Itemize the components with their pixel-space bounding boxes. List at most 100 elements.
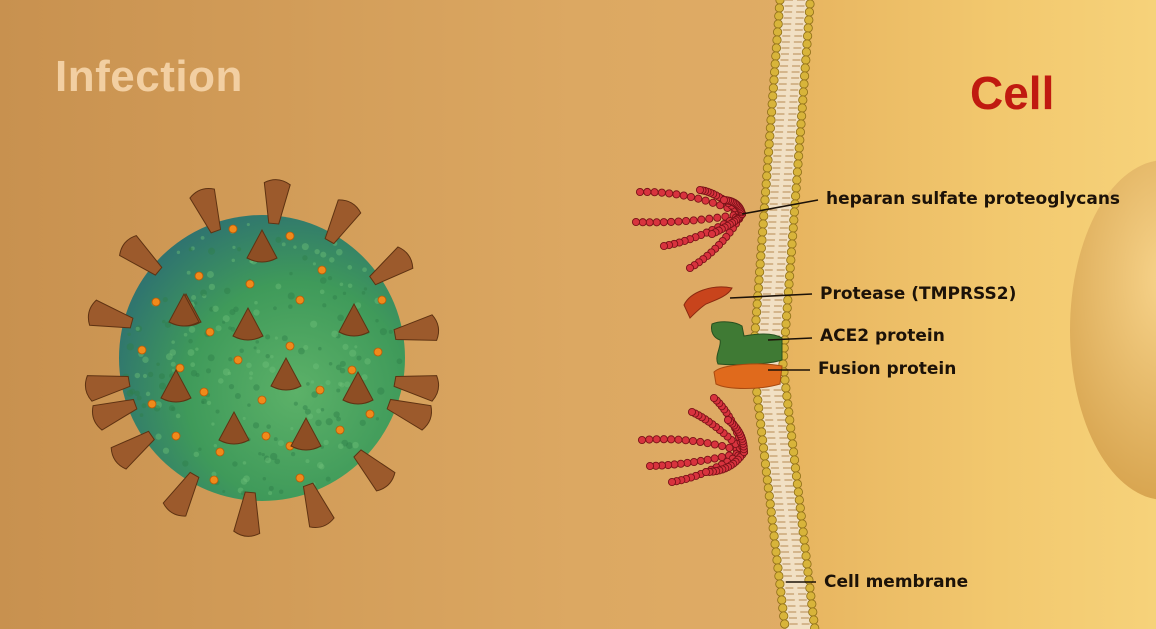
texture-speck bbox=[240, 478, 248, 485]
proteoglycan-bead bbox=[659, 435, 668, 444]
texture-speck bbox=[155, 433, 162, 440]
lipid-head bbox=[792, 479, 803, 489]
proteoglycan-bead bbox=[638, 218, 647, 227]
texture-speck bbox=[325, 380, 331, 386]
texture-speck bbox=[298, 347, 305, 355]
texture-speck bbox=[246, 362, 252, 369]
texture-speck bbox=[182, 460, 189, 467]
lipid-head bbox=[795, 503, 805, 513]
texture-speck bbox=[339, 367, 346, 374]
lipid-head bbox=[804, 575, 814, 585]
texture-speck bbox=[275, 283, 282, 290]
lipid-head bbox=[768, 91, 778, 101]
texture-speck bbox=[256, 349, 261, 354]
texture-speck bbox=[142, 373, 148, 379]
proteoglycan-bead bbox=[719, 195, 729, 205]
texture-speck bbox=[190, 362, 196, 368]
lipid-head bbox=[769, 67, 780, 77]
texture-speck bbox=[331, 330, 339, 338]
lipid-head bbox=[774, 11, 784, 21]
lipid-head bbox=[801, 551, 811, 561]
texture-speck bbox=[312, 262, 316, 266]
texture-speck bbox=[218, 378, 224, 384]
surface-dot bbox=[137, 345, 147, 355]
lipid-head bbox=[808, 607, 818, 617]
texture-speck bbox=[322, 303, 327, 308]
proteoglycan-bead bbox=[667, 217, 676, 226]
lipid-head bbox=[755, 411, 765, 421]
texture-speck bbox=[254, 300, 258, 305]
lipid-head bbox=[769, 531, 779, 541]
virus-envelope bbox=[119, 215, 405, 501]
texture-speck bbox=[141, 403, 147, 409]
lipid-head bbox=[789, 455, 800, 465]
label-cell-membrane: Cell membrane bbox=[824, 572, 969, 592]
lipid-head bbox=[791, 183, 801, 193]
proteoglycan-bead bbox=[687, 407, 697, 417]
surface-dot bbox=[347, 365, 357, 375]
lipid-head bbox=[759, 451, 770, 461]
proteoglycan-bead bbox=[705, 214, 714, 223]
spike-face-on bbox=[232, 306, 264, 341]
texture-speck bbox=[169, 349, 177, 356]
texture-speck bbox=[266, 424, 271, 429]
surface-dot bbox=[317, 265, 327, 275]
lipid-head bbox=[787, 239, 797, 249]
texture-speck bbox=[175, 413, 181, 419]
texture-speck bbox=[222, 368, 231, 376]
texture-speck bbox=[269, 366, 276, 373]
lipid-head bbox=[793, 487, 803, 497]
lipid-head bbox=[778, 603, 788, 613]
lipid-head bbox=[758, 443, 769, 453]
lipid-head bbox=[772, 27, 783, 37]
lipid-head bbox=[784, 407, 794, 417]
texture-speck bbox=[316, 462, 324, 469]
label-protease: Protease (TMPRSS2) bbox=[820, 284, 1017, 304]
texture-speck bbox=[320, 408, 325, 412]
texture-speck bbox=[325, 418, 333, 426]
proteoglycan-bead bbox=[710, 454, 719, 463]
lipid-head bbox=[764, 139, 774, 149]
proteoglycan-bead bbox=[643, 187, 652, 197]
texture-speck bbox=[263, 455, 270, 462]
spike-face-on bbox=[342, 370, 374, 405]
surface-dot bbox=[205, 327, 215, 337]
lipid-head bbox=[789, 207, 800, 217]
lipid-head bbox=[757, 435, 768, 445]
spike-face-on bbox=[160, 368, 192, 403]
texture-speck bbox=[126, 343, 134, 351]
proteoglycan-bead bbox=[637, 435, 647, 445]
texture-speck bbox=[222, 315, 230, 323]
lipid-head bbox=[772, 35, 782, 45]
lipid-head bbox=[765, 131, 775, 141]
texture-speck bbox=[273, 437, 278, 442]
texture-speck bbox=[335, 333, 341, 339]
texture-speck bbox=[190, 370, 198, 377]
lipid-head bbox=[790, 463, 801, 473]
texture-speck bbox=[165, 353, 173, 361]
lipid-head bbox=[757, 227, 768, 237]
proteoglycan-bead bbox=[665, 189, 674, 198]
lipid-head bbox=[766, 115, 776, 125]
texture-speck bbox=[270, 354, 274, 359]
texture-speck bbox=[274, 336, 278, 340]
texture-speck bbox=[247, 403, 251, 407]
cell-title: Cell bbox=[970, 67, 1055, 119]
lipid-head bbox=[796, 511, 806, 521]
lipid-head bbox=[787, 231, 798, 241]
proteoglycan-bead bbox=[683, 458, 692, 467]
lipid-head bbox=[756, 243, 767, 253]
lipid-head bbox=[798, 95, 808, 105]
surface-dot bbox=[315, 385, 325, 395]
texture-speck bbox=[363, 287, 368, 291]
proteoglycan-bead bbox=[686, 192, 696, 202]
proteoglycan-bead bbox=[689, 457, 699, 467]
lipid-head bbox=[787, 439, 798, 449]
texture-speck bbox=[336, 248, 343, 256]
lipid-head bbox=[801, 47, 812, 57]
lipid-head bbox=[752, 387, 762, 397]
texture-speck bbox=[195, 372, 200, 377]
texture-speck bbox=[347, 283, 353, 289]
texture-speck bbox=[135, 326, 140, 331]
lipid-head bbox=[779, 611, 789, 621]
